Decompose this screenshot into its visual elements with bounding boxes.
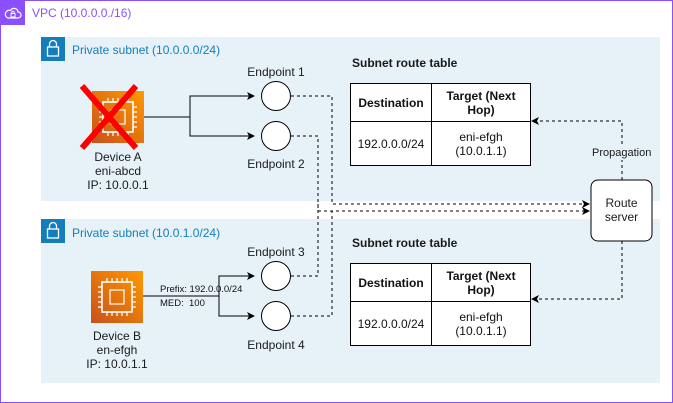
device-b-connections: [143, 272, 255, 320]
device-a-label: Device A eni-abcd IP: 10.0.0.1: [68, 150, 168, 192]
med-label: MED: 100: [160, 298, 205, 309]
device-a-eni: eni-abcd: [94, 164, 142, 178]
endpoint-to-route-server-links: [291, 95, 590, 317]
route-table-1: Destination Target (Next Hop) 192.0.0.0/…: [350, 83, 531, 166]
propagation-links: [531, 117, 623, 303]
device-b-ip: IP: 10.0.1.1: [86, 357, 148, 371]
endpoint-4-label: Endpoint 4: [247, 338, 305, 352]
endpoint-2-label: Endpoint 2: [247, 157, 305, 171]
propagation-label: Propagation: [592, 146, 652, 160]
device-b-eni: en-efgh: [96, 343, 138, 357]
device-b-label: Device B en-efgh IP: 10.0.1.1: [67, 329, 167, 371]
lock-icon: [41, 37, 65, 61]
prefix-label: Prefix: 192.0.0.0/24: [160, 284, 243, 295]
route-table-1-title: Subnet route table: [352, 56, 458, 70]
route-table-destination-cell: 192.0.0.0/24: [350, 301, 432, 346]
device-b-name: Device B: [92, 329, 142, 343]
lock-icon: [41, 219, 65, 243]
route-table-header-target: Target (Next Hop): [431, 263, 531, 302]
route-server-label: Route server: [604, 196, 639, 224]
endpoint-1-node: [261, 81, 291, 111]
endpoint-1-label: Endpoint 1: [247, 65, 305, 79]
route-table-target-cell: eni-efgh (10.0.1.1): [431, 301, 531, 346]
ec2-instance-icon: [92, 91, 144, 143]
endpoint-4-node: [261, 301, 291, 331]
vpc-icon: [1, 1, 25, 25]
route-table-destination-cell: 192.0.0.0/24: [350, 121, 432, 166]
subnet-1-title: Private subnet (10.0.0.0/24): [72, 43, 221, 57]
failure-cross-icon: [79, 84, 139, 150]
route-table-2-title: Subnet route table: [352, 236, 458, 250]
route-table-header-destination: Destination: [350, 83, 432, 122]
route-table-header-destination: Destination: [350, 263, 432, 302]
vpc-title: VPC (10.0.0.0./16): [32, 6, 132, 20]
route-table-header-target: Target (Next Hop): [431, 83, 531, 122]
endpoint-2-node: [261, 121, 291, 151]
device-a-ip: IP: 10.0.0.1: [87, 178, 149, 192]
device-a-connections: [144, 92, 255, 140]
endpoint-3-label: Endpoint 3: [247, 245, 305, 259]
route-table-2: Destination Target (Next Hop) 192.0.0.0/…: [350, 263, 531, 346]
device-a-name: Device A: [94, 150, 142, 164]
endpoint-3-node: [261, 261, 291, 291]
route-table-target-cell: eni-efgh (10.0.1.1): [431, 121, 531, 166]
ec2-instance-icon: [91, 271, 143, 323]
route-server-box: [590, 179, 653, 242]
subnet-2-title: Private subnet (10.0.1.0/24): [72, 226, 221, 240]
